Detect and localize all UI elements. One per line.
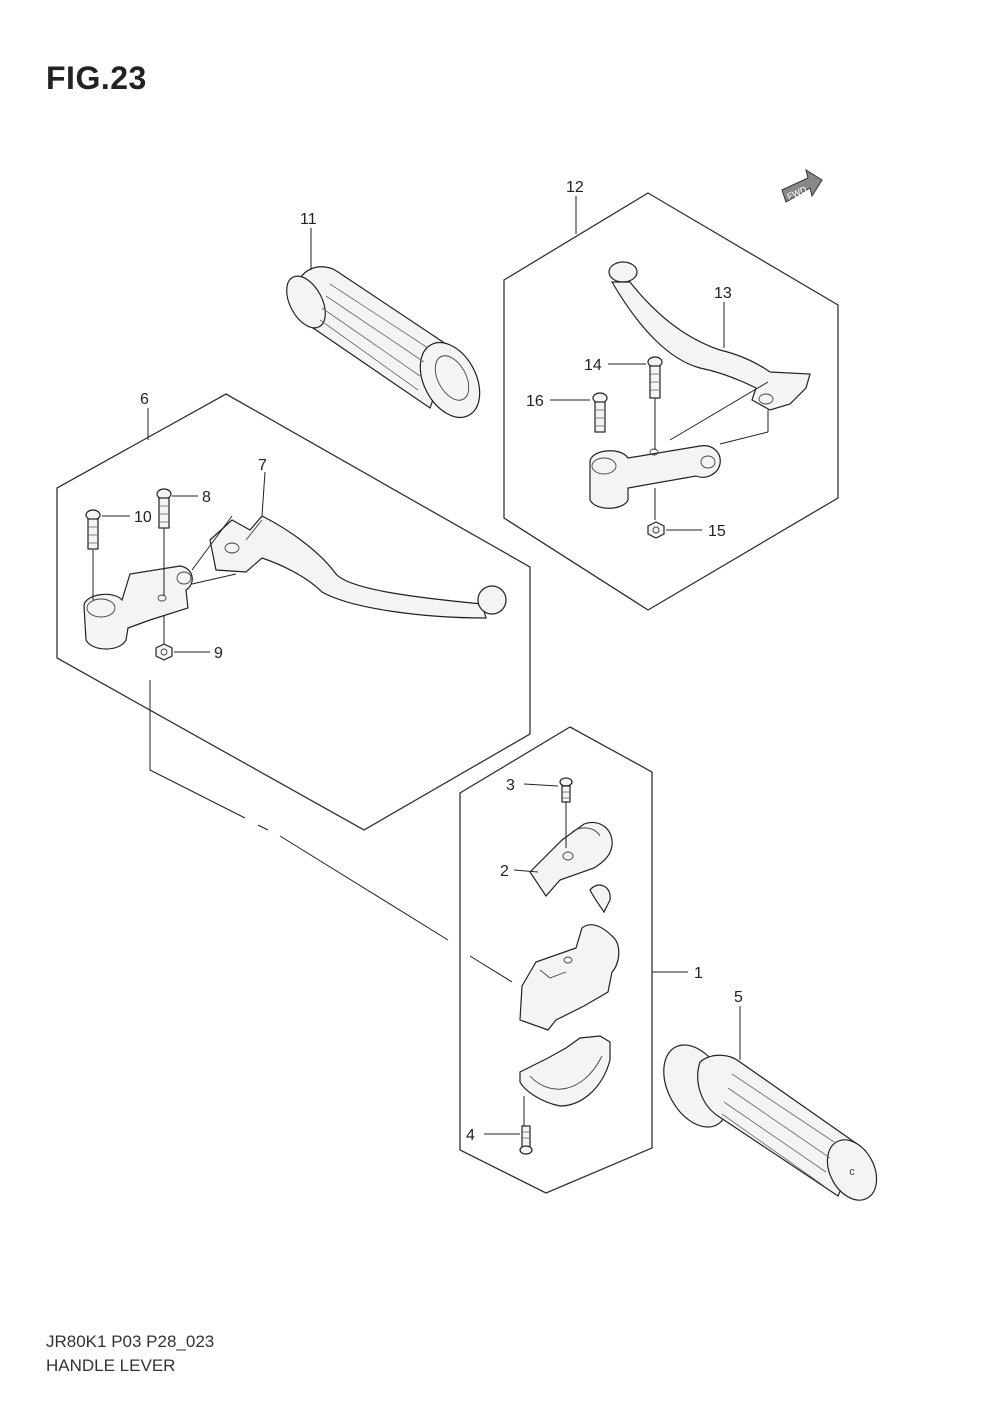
- clamp-cover-2: [529, 821, 613, 897]
- callout-9: 9: [214, 645, 223, 662]
- screw-4: [519, 1125, 533, 1155]
- diagram-name: HANDLE LEVER: [46, 1356, 176, 1375]
- assembly-frame-1: [459, 726, 653, 1194]
- callout-3: 3: [506, 777, 515, 794]
- lever-bracket-right: [589, 445, 721, 509]
- callout-1: 1: [694, 965, 703, 982]
- assembly-frame-12: [503, 192, 839, 611]
- lever-13: [608, 261, 811, 411]
- bolt-10: [85, 509, 101, 550]
- callout-13: 13: [714, 285, 732, 302]
- lever-bracket-left: [83, 565, 193, 650]
- figure-title: FIG.23: [46, 60, 147, 96]
- callout-5: 5: [734, 989, 743, 1006]
- callout-6: 6: [140, 391, 149, 408]
- callout-7: 7: [258, 457, 267, 474]
- switch-housing-upper: [519, 924, 620, 1031]
- assembly-frame-6: [56, 393, 531, 831]
- nut-15: [647, 521, 665, 539]
- svg-text:c: c: [849, 1166, 855, 1178]
- bolt-8: [156, 488, 172, 529]
- callout-10: 10: [134, 509, 152, 526]
- callout-4: 4: [466, 1127, 475, 1144]
- clip: [589, 884, 611, 914]
- callout-14: 14: [584, 357, 602, 374]
- callout-15: 15: [708, 523, 726, 540]
- lever-7: [209, 515, 507, 619]
- switch-housing-lower: [519, 1035, 611, 1107]
- callout-11: 11: [300, 211, 317, 228]
- callout-2: 2: [500, 863, 509, 880]
- screw-3: [559, 777, 573, 803]
- diagram-code: JR80K1 P03 P28_023: [46, 1332, 215, 1351]
- nut-9: [155, 643, 173, 661]
- grip-5: c: [663, 1044, 878, 1201]
- bolt-16: [592, 392, 608, 433]
- callout-12: 12: [566, 179, 584, 196]
- footer-caption: JR80K1 P03 P28_023 HANDLE LEVER: [46, 1330, 214, 1378]
- bolt-14: [647, 356, 663, 399]
- grip-11: [286, 266, 481, 418]
- callout-16: 16: [526, 393, 544, 410]
- fwd-arrow-icon: FWD: [781, 168, 823, 203]
- callout-8: 8: [202, 489, 211, 506]
